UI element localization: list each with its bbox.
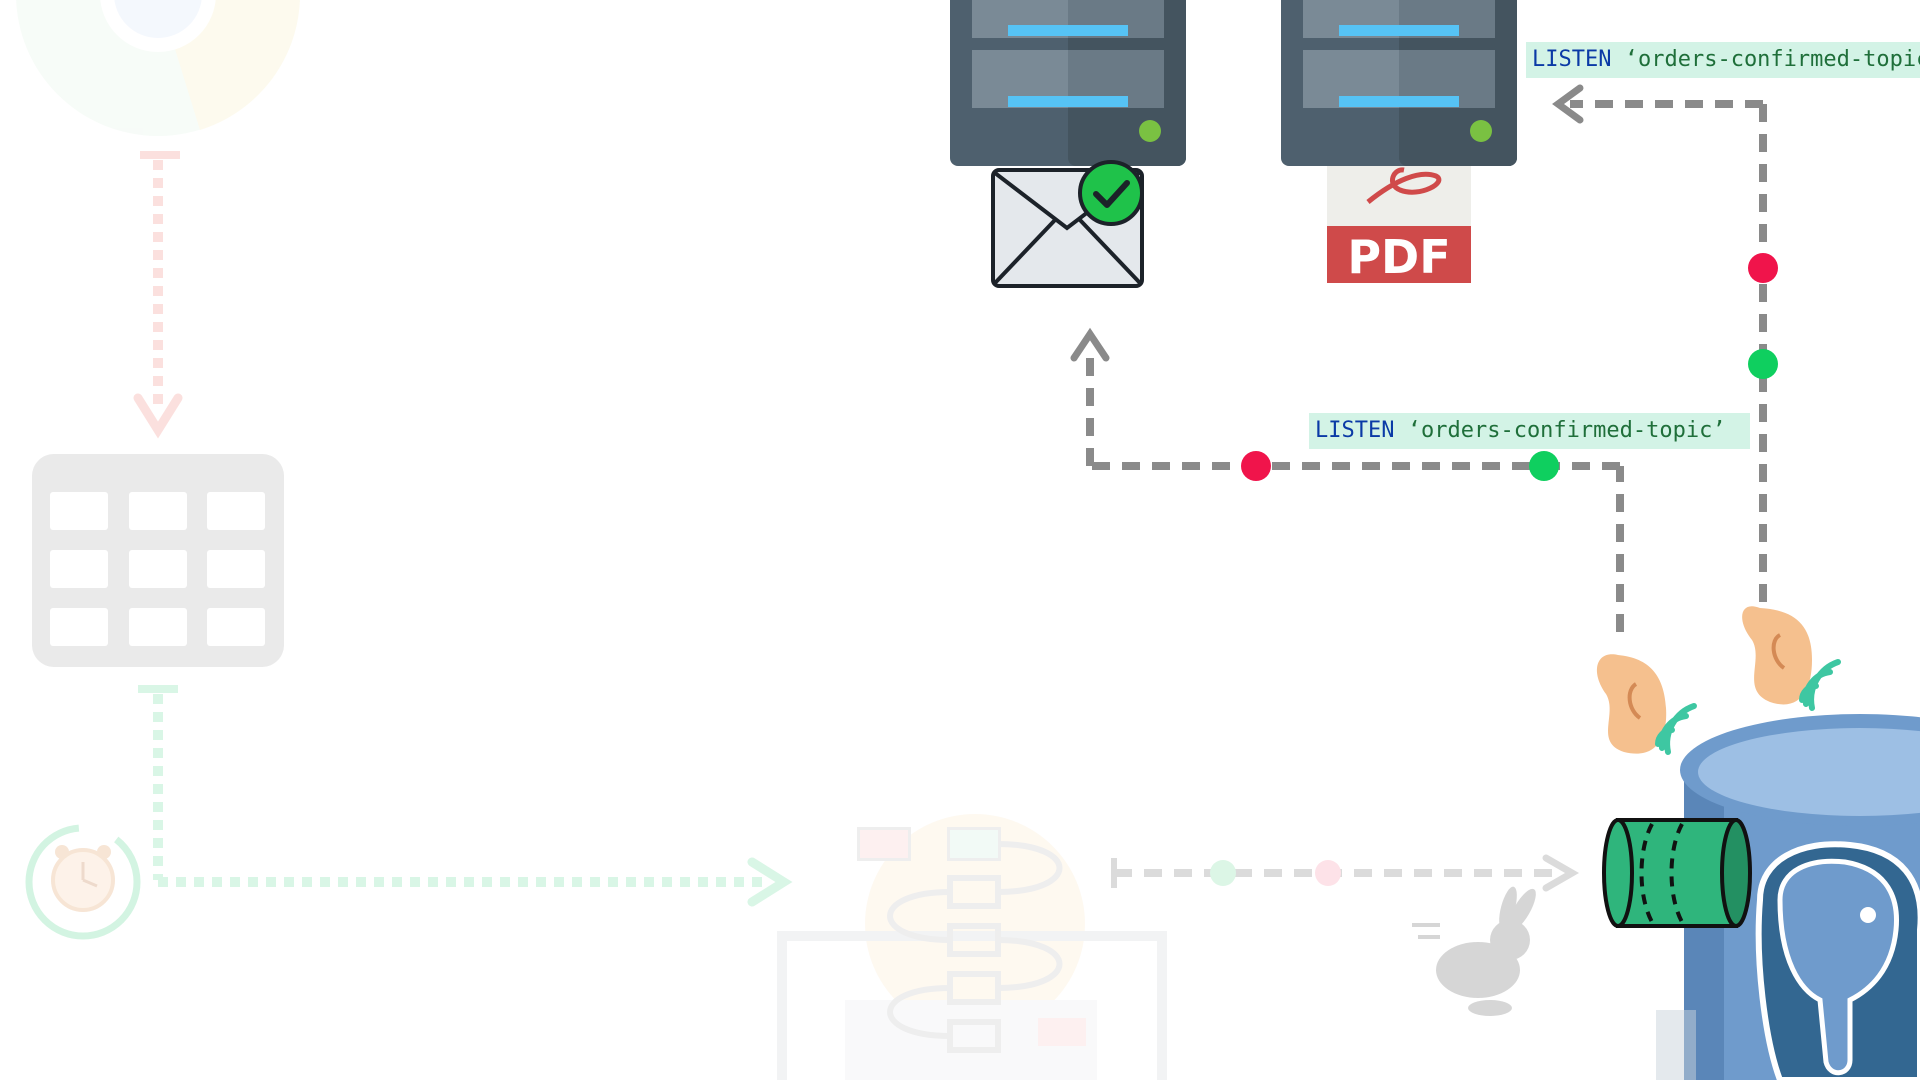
listen-topic: ‘orders-confirmed-topic’ <box>1407 418 1726 443</box>
listen-topic: ‘orders-confirmed-topic’ <box>1624 47 1920 72</box>
pdf-icon: PDF <box>1327 166 1471 284</box>
sound-waves-icon <box>1655 703 1697 755</box>
message-dot-red <box>1748 253 1778 283</box>
listen-keyword: LISTEN <box>1532 47 1612 72</box>
email-server-icon <box>950 0 1186 166</box>
arrow-to-pdf-server <box>1552 84 1778 602</box>
table-icon <box>32 454 284 667</box>
faded-red-arrow <box>133 151 183 439</box>
arrow-to-email-server <box>1070 327 1624 632</box>
alarm-clock-icon <box>25 824 141 940</box>
listen-label-middle: LISTEN ‘orders-confirmed-topic’ <box>1309 413 1750 449</box>
pdf-server-icon <box>1281 0 1517 166</box>
message-dot-green <box>1529 451 1559 481</box>
faded-gray-arrow <box>1111 854 1580 892</box>
listen-keyword: LISTEN <box>1315 418 1395 443</box>
checkmark-icon <box>1078 160 1144 226</box>
ear-icon <box>1742 606 1812 705</box>
workflow-icon <box>777 814 1167 1080</box>
listen-label-top: LISTEN ‘orders-confirmed-topic’ <box>1526 42 1920 78</box>
postgres-elephant-icon <box>1755 841 1920 1080</box>
pdf-badge-text: PDF <box>1347 230 1450 284</box>
faded-green-arrow <box>138 685 793 907</box>
message-dot-green <box>1748 349 1778 379</box>
message-dot-red <box>1241 451 1271 481</box>
rabbit-icon <box>1412 886 1536 1016</box>
ear-icon <box>1596 654 1667 754</box>
faded-background-layer <box>16 0 1580 1080</box>
sound-waves-icon <box>1799 659 1841 711</box>
browser-icon <box>16 0 300 136</box>
channel-pipe-icon <box>1602 818 1752 928</box>
